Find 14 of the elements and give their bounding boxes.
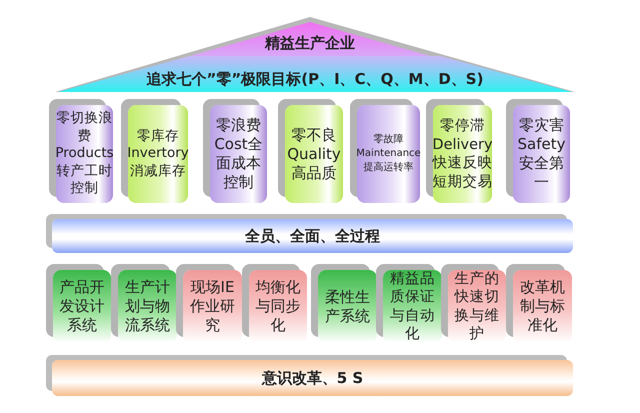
system-pillar: 现场IE作业研究 [183,270,242,343]
goal-pillar: 零不良Quality高品质 [285,105,343,203]
foundation-band: 全员、全面、全过程 [52,219,573,253]
system-pillar: 生产计划与物流系统 [118,270,177,343]
system-pillar: 产品开发设计系统 [53,270,111,343]
system-pillar: 柔性生产系统 [318,270,377,343]
system-pillar: 生产的快速切换与维护 [448,270,506,343]
roof-peak: 精益生产企业 [190,22,430,56]
goal-pillar: 零浪费Cost全面成本控制 [210,105,267,203]
system-pillar: 改革机制与标准化 [513,270,572,343]
system-pillar: 精益品质保证与自动化 [383,270,442,343]
system-pillar: 均衡化与同步化 [249,270,307,343]
foundation-band: 意识改革、5 S [52,360,573,396]
goal-pillar: 零灾害Safety安全第一 [513,105,570,203]
